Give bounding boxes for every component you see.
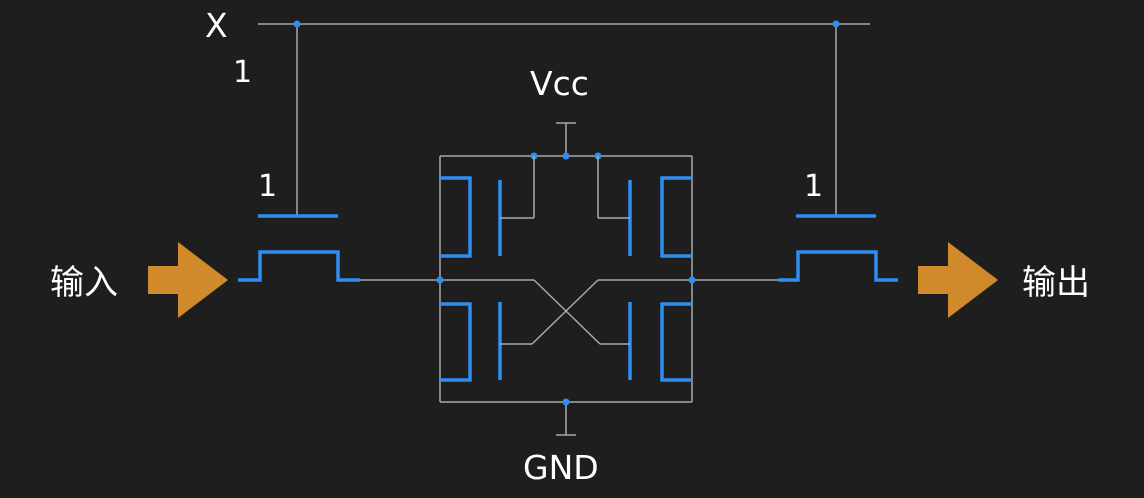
right-gate-value: 1 [804,169,823,204]
right-pulldown-transistor [600,302,692,382]
gnd-terminal [440,398,692,436]
left-access-transistor [238,214,360,282]
cross-coupling [531,279,601,345]
word-line [258,20,870,215]
vcc-label: Vcc [530,64,589,103]
gnd-label: GND [523,448,599,487]
left-pulldown-transistor [440,302,532,382]
left-gate-value: 1 [258,169,277,204]
left-storage-node [360,156,534,402]
output-label: 输出 [1022,263,1090,303]
right-storage-node [598,156,778,402]
input-label: 输入 [50,263,118,303]
right-access-transistor [778,214,898,282]
left-pullup-transistor [440,156,535,258]
right-pullup-transistor [597,156,692,258]
input-arrow-icon [148,242,228,318]
word-line-label: X [205,6,228,45]
vcc-terminal [440,122,692,160]
word-line-value: 1 [233,55,252,90]
output-arrow-icon [918,242,998,318]
